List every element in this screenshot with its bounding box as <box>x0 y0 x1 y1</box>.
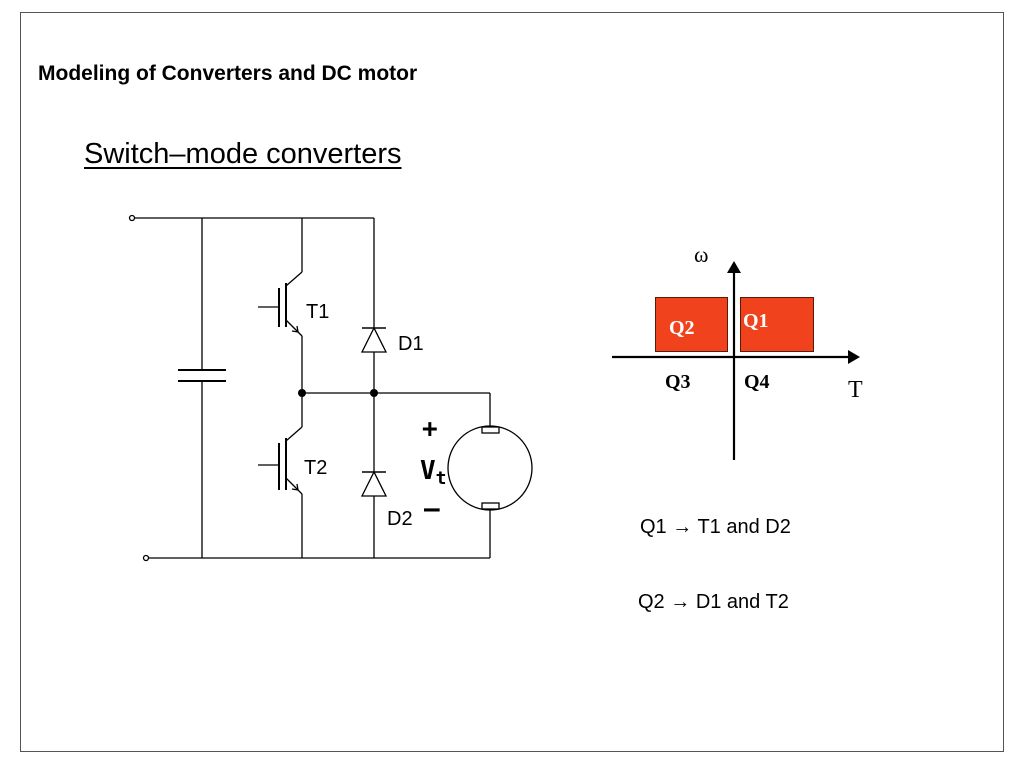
legend-q2-text: D1 and T2 <box>695 591 789 613</box>
legend-q2: Q2 → D1 and T2 <box>638 592 789 612</box>
dc-motor <box>447 425 533 558</box>
quadrant-q2-label: Q2 <box>669 317 695 339</box>
omega-label: ω <box>694 242 709 267</box>
torque-label: T <box>848 377 863 403</box>
legend-q1-label: Q1 <box>640 516 667 538</box>
legend-q2-label: Q2 <box>638 591 665 613</box>
terminal-bottom <box>142 554 150 562</box>
junction-dot-right <box>370 389 378 397</box>
label-t1: T1 <box>306 301 330 323</box>
quadrant-q4-label: Q4 <box>744 371 770 393</box>
slide-subtitle: Switch–mode converters <box>84 138 402 170</box>
torque-arrowhead <box>848 350 860 364</box>
quadrant-q3-label: Q3 <box>665 371 691 393</box>
label-vt: Vt <box>420 458 447 488</box>
slide-title: Modeling of Converters and DC motor <box>38 62 418 85</box>
slide-frame <box>20 12 1004 752</box>
label-t2: T2 <box>304 457 328 479</box>
omega-arrowhead <box>727 261 741 273</box>
legend-q1: Q1 → T1 and D2 <box>640 517 791 537</box>
transistor-t1 <box>258 218 303 393</box>
junction-dot-left <box>298 389 306 397</box>
quadrant-q1-label: Q1 <box>743 310 769 332</box>
diode-d1 <box>360 326 388 353</box>
quadrant-q2-box: Q2 <box>655 297 728 352</box>
diode-d2 <box>360 470 388 497</box>
label-vt-main: V <box>420 456 436 486</box>
transistor-t2 <box>258 393 303 558</box>
label-d2: D2 <box>387 508 413 530</box>
legend-q1-text: T1 and D2 <box>697 516 791 538</box>
label-d1: D1 <box>398 333 424 355</box>
capacitor <box>178 218 226 558</box>
terminal-top <box>128 214 136 222</box>
legend-q1-arrow: → <box>672 516 693 538</box>
quadrant-axes <box>612 270 850 460</box>
quadrant-q1-box: Q1 <box>740 297 814 352</box>
label-minus: – <box>424 494 440 524</box>
label-plus: + <box>422 414 438 444</box>
legend-q2-arrow: → <box>670 591 691 613</box>
label-vt-sub: t <box>435 468 447 489</box>
